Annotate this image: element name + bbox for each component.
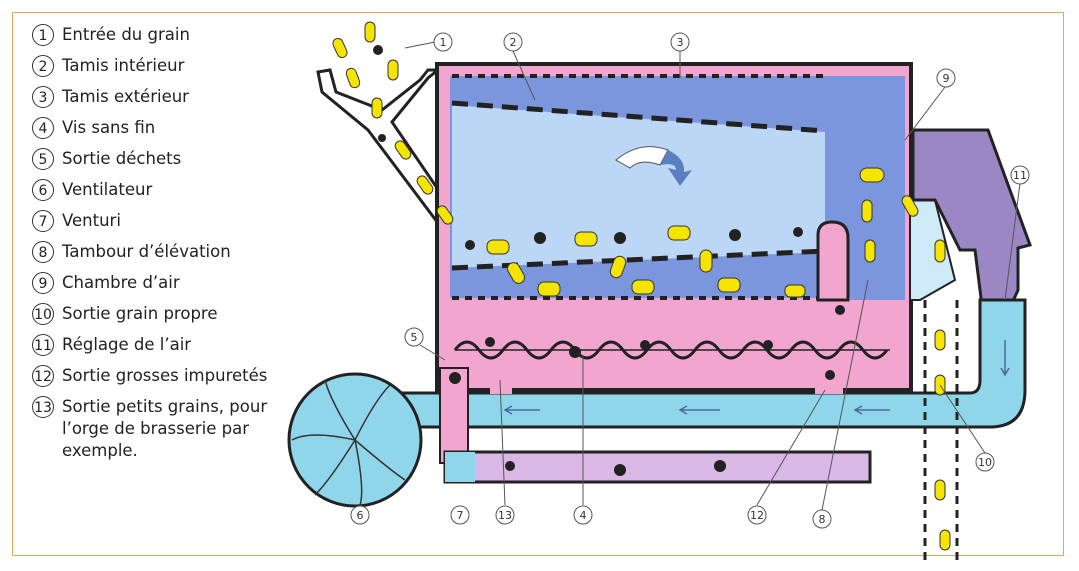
legend-number: 7 <box>32 210 54 232</box>
legend-text: Tamis extérieur <box>62 87 189 106</box>
rotation-arrow-head-icon <box>660 150 692 186</box>
legend-text: Ventilateur <box>62 180 153 199</box>
legend: 1 Entrée du grain 2 Tamis intérieur 3 Tamis… <box>32 24 312 462</box>
svg-text:11: 11 <box>1013 169 1027 182</box>
inner-sieve <box>451 100 826 134</box>
legend-item: 13 Sortie petits grains, pour l’orge de b… <box>32 396 312 462</box>
legend-number: 11 <box>32 334 54 356</box>
legend-item: 7 Venturi <box>32 210 312 241</box>
legend-number: 12 <box>32 365 54 387</box>
air-duct <box>348 298 1027 429</box>
legend-text: Tamis intérieur <box>62 56 185 75</box>
legend-item: 1 Entrée du grain <box>32 24 312 55</box>
elevation-drum <box>816 220 850 302</box>
legend-text: Entrée du grain <box>62 25 190 44</box>
svg-text:3: 3 <box>677 36 684 49</box>
svg-text:2: 2 <box>510 36 517 49</box>
legend-number: 2 <box>32 55 54 77</box>
svg-text:7: 7 <box>457 509 464 522</box>
legend-item: 4 Vis sans fin <box>32 117 312 148</box>
svg-text:12: 12 <box>750 509 764 522</box>
legend-number: 4 <box>32 117 54 139</box>
svg-text:5: 5 <box>411 331 418 344</box>
legend-number: 10 <box>32 303 54 325</box>
venturi <box>445 452 475 482</box>
inner-sieve-drum <box>452 105 825 268</box>
legend-text: Venturi <box>62 211 121 230</box>
legend-item: 2 Tamis intérieur <box>32 55 312 86</box>
legend-number: 3 <box>32 86 54 108</box>
legend-text: Chambre d’air <box>62 273 180 292</box>
legend-item: 3 Tamis extérieur <box>32 86 312 117</box>
legend-text: Vis sans fin <box>62 118 156 137</box>
fan-blades <box>291 379 406 506</box>
legend-item: 9 Chambre d’air <box>32 272 312 303</box>
svg-text:1: 1 <box>440 36 447 49</box>
svg-text:10: 10 <box>978 456 992 469</box>
svg-text:4: 4 <box>580 509 587 522</box>
svg-text:13: 13 <box>498 509 512 522</box>
callouts <box>350 32 1030 529</box>
diagram-frame <box>12 12 1064 556</box>
legend-number: 6 <box>32 179 54 201</box>
venturi-channel <box>443 450 872 484</box>
legend-text: Sortie petits grains, pour l’orge de bra… <box>62 397 268 460</box>
legend-number: 5 <box>32 148 54 170</box>
legend-item: 8 Tambour d’élévation <box>32 241 312 272</box>
legend-text: Réglage de l’air <box>62 335 192 354</box>
legend-text: Sortie déchets <box>62 149 182 168</box>
legend-number: 9 <box>32 272 54 294</box>
callout-labels: 1 2 3 9 11 5 10 6 7 13 4 12 8 <box>357 36 1028 526</box>
air-chamber <box>850 80 905 300</box>
legend-item: 11 Réglage de l’air <box>32 334 312 365</box>
svg-text:8: 8 <box>819 513 826 526</box>
legend-text: Tambour d’élévation <box>62 242 231 261</box>
legend-item: 12 Sortie grosses impuretés <box>32 365 312 396</box>
grains <box>332 21 951 551</box>
small-grain-outlet-13 <box>490 368 512 394</box>
legend-number: 1 <box>32 24 54 46</box>
legend-text: Sortie grain propre <box>62 304 218 323</box>
impurity-particles <box>373 45 845 476</box>
svg-text:6: 6 <box>357 509 364 522</box>
legend-text: Sortie grosses impuretés <box>62 366 268 385</box>
legend-item: 6 Ventilateur <box>32 179 312 210</box>
legend-item: 10 Sortie grain propre <box>32 303 312 334</box>
airflow-arrows <box>503 340 1010 415</box>
svg-text:9: 9 <box>943 72 950 85</box>
legend-number: 13 <box>32 396 54 418</box>
legend-number: 8 <box>32 241 54 263</box>
legend-item: 5 Sortie déchets <box>32 148 312 179</box>
